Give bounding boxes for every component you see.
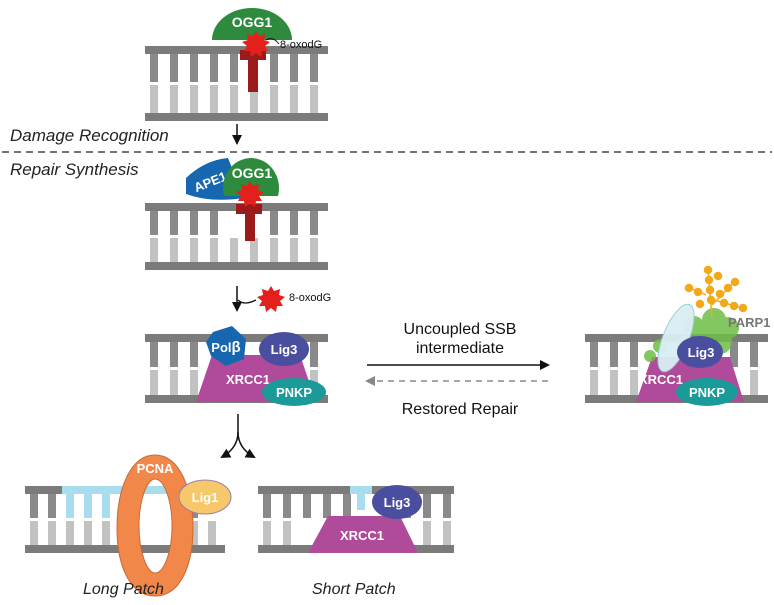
short-patch-label: Short Patch bbox=[312, 581, 396, 598]
pcna-ring bbox=[116, 454, 194, 597]
pol-beta-symbol: β bbox=[232, 339, 241, 356]
lesion-starburst-1 bbox=[242, 31, 270, 57]
damaged-base-2-cap bbox=[236, 204, 262, 214]
lig3-label-2: Lig3 bbox=[688, 345, 715, 360]
new-dna-short bbox=[350, 486, 372, 494]
lesion-starburst-2 bbox=[236, 181, 264, 207]
uncoupled-label-line1: Uncoupled SSB bbox=[403, 321, 517, 338]
lig3-protein-1 bbox=[259, 332, 309, 366]
xrcc1-label-2: XRCC1 bbox=[639, 372, 683, 387]
damaged-base-2 bbox=[245, 211, 255, 241]
lesion-label-top: 8-oxodG bbox=[280, 39, 322, 51]
xrcc1-protein-3 bbox=[308, 516, 418, 553]
pnkp-label-1: PNKP bbox=[276, 385, 312, 400]
long-patch-label: Long Patch bbox=[83, 581, 164, 598]
released-lesion bbox=[257, 286, 285, 312]
parp1-label: PARP1 bbox=[728, 315, 770, 330]
lig3-protein-2 bbox=[677, 336, 723, 368]
lig3-label-3: Lig3 bbox=[384, 495, 411, 510]
ogg1-label-1: OGG1 bbox=[232, 14, 273, 30]
lig1-protein bbox=[178, 479, 232, 515]
damaged-base-1 bbox=[248, 54, 258, 92]
lig3-protein-3 bbox=[372, 485, 422, 519]
pol-beta-protein bbox=[206, 326, 246, 366]
stage-label-damage-recognition: Damage Recognition bbox=[10, 126, 169, 145]
pnkp-protein-1 bbox=[262, 378, 326, 406]
pnkp-label-2: PNKP bbox=[689, 385, 725, 400]
restored-repair-label: Restored Repair bbox=[401, 401, 519, 418]
lesion-label-released: 8-oxodG bbox=[289, 292, 331, 304]
pol-beta-prefix: Pol bbox=[211, 340, 231, 355]
lig3-label-1: Lig3 bbox=[271, 342, 298, 357]
dna-duplex-1 bbox=[145, 46, 328, 121]
xrcc1-label-1: XRCC1 bbox=[226, 372, 270, 387]
ogg1-label-2: OGG1 bbox=[232, 165, 273, 181]
release-arrow bbox=[237, 299, 257, 304]
ogg1-protein-1 bbox=[212, 8, 292, 40]
branch-arrows bbox=[220, 414, 256, 458]
stage-label-repair-synthesis: Repair Synthesis bbox=[10, 160, 139, 179]
pcna-label: PCNA bbox=[137, 461, 174, 476]
uncoupled-label-line2: intermediate bbox=[415, 340, 505, 357]
pnkp-protein-2 bbox=[676, 378, 738, 406]
pol-beta-label: Polβ bbox=[211, 339, 240, 356]
new-dna-long bbox=[62, 486, 180, 494]
par-chain bbox=[684, 265, 748, 319]
ogg1-protein-2 bbox=[223, 158, 279, 196]
lig1-label: Lig1 bbox=[192, 490, 219, 505]
lesion-leader-line bbox=[265, 38, 280, 45]
xrcc1-label-3: XRCC1 bbox=[340, 528, 384, 543]
